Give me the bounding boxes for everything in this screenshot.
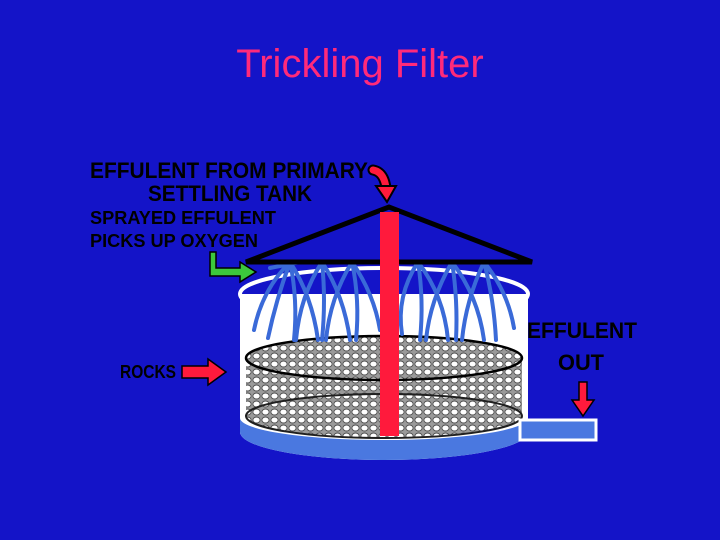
- red-arrow-icon: [367, 164, 398, 204]
- slide-title: Trickling Filter: [236, 42, 484, 86]
- influent-label-line1: EFFULENT FROM PRIMARY: [90, 158, 368, 183]
- spray-streams: [252, 260, 516, 342]
- green-arrow-icon: [209, 251, 258, 284]
- influent-label-line2: SETTLING TANK: [148, 181, 312, 206]
- out-label-line1: EFFULENT: [527, 318, 638, 343]
- rocks-label: ROCKS: [120, 362, 176, 382]
- outlet-pipe: [518, 418, 598, 442]
- center-pipe: [380, 212, 399, 436]
- out-label-line2: OUT: [558, 350, 605, 375]
- red-arrow-icon: [181, 357, 228, 387]
- red-arrow-icon: [570, 381, 596, 418]
- sprayed-label-line1: SPRAYED EFFULENT: [90, 208, 276, 228]
- sprayed-label-line2: PICKS UP OXYGEN: [90, 231, 258, 251]
- water: [240, 418, 528, 460]
